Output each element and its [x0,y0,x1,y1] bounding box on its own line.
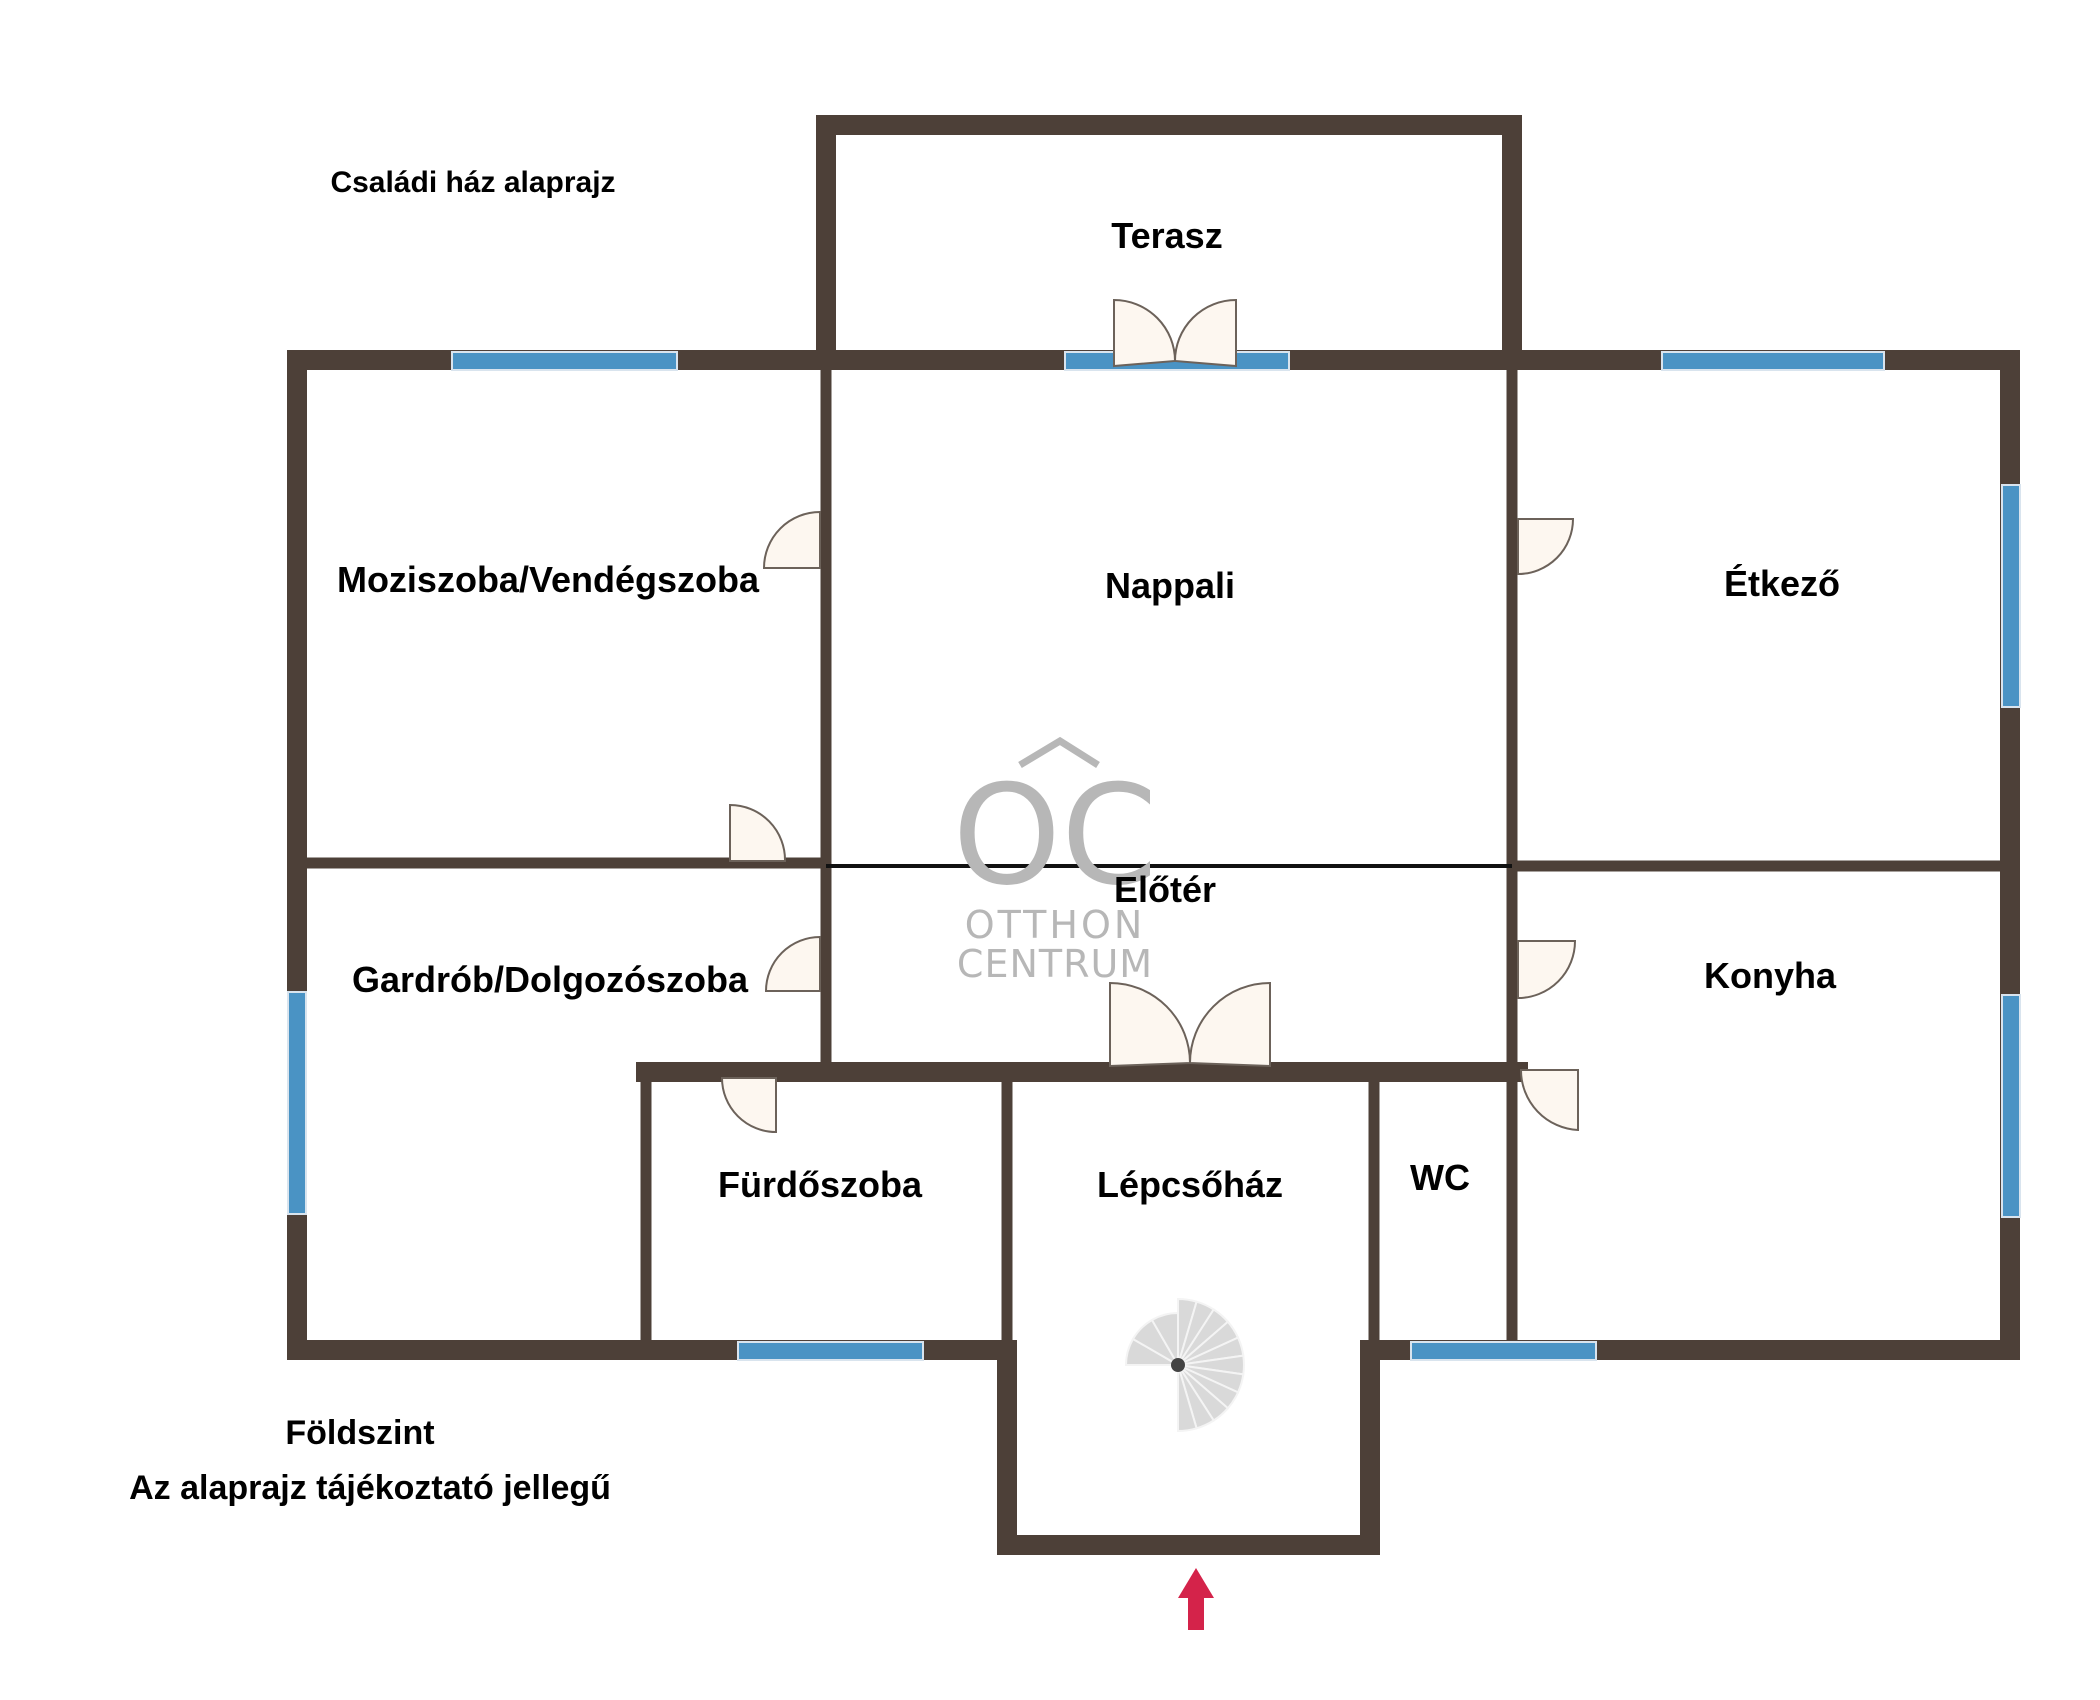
door-terrace-left [1113,298,1177,368]
window-konyha-right [2001,994,2021,1218]
window-furdo-bottom [737,1341,924,1361]
inner-walls [297,360,2010,1350]
room-label-eloter: Előtér [1114,869,1216,910]
door-terrace-right [1173,298,1237,368]
door-entrance-left [1109,981,1192,1068]
floor-name: Földszint [285,1414,434,1452]
room-label-nappali: Nappali [1105,565,1235,606]
terrace-wall [816,115,1522,370]
door-gardrob [764,935,821,992]
window-etkezo-top [1661,351,1885,371]
door-konyha-lower [1519,1069,1579,1132]
door-furdoszoba [720,1077,777,1134]
window-gardrob-left [287,991,307,1215]
window-etkezo-right [2001,484,2021,708]
room-label-terasz: Terasz [1111,215,1222,256]
watermark-monogram: OC [953,755,1158,916]
watermark-roof-icon [1018,736,1100,769]
entrance-arrow [1178,1568,1214,1630]
room-label-moziszoba: Moziszoba/Vendégszoba [337,559,760,600]
watermark: OC OTTHON CENTRUM [953,736,1158,986]
watermark-line2: CENTRUM [957,942,1153,986]
room-label-furdoszoba: Fürdőszoba [718,1164,923,1205]
door-konyha-upper [1517,940,1577,1000]
watermark-line1: OTTHON [965,903,1146,947]
disclaimer-text: Az alaprajz tájékoztató jellegű [129,1469,611,1507]
room-label-konyha: Konyha [1704,955,1837,996]
room-label-wc: WC [1410,1157,1470,1198]
spiral-staircase [1124,1297,1245,1433]
window-wc-bottom [1410,1341,1597,1361]
room-labels: Terasz Moziszoba/Vendégszoba Nappali Étk… [337,215,1840,1205]
outer-wall [287,350,2020,1555]
door-moziszoba-upper [762,510,821,569]
room-label-gardrob: Gardrób/Dolgozószoba [352,959,749,1000]
window-moziszoba-top [451,351,678,371]
plan-title: Családi ház alaprajz [330,166,615,199]
stair-center-post [1171,1358,1185,1372]
doors [720,298,1579,1134]
stair-tread [1177,1364,1198,1433]
door-etkezo [1517,518,1575,576]
room-label-etkezo: Étkező [1724,563,1840,604]
room-label-lepcsohaz: Lépcsőház [1097,1164,1283,1205]
stair-tread [1150,1311,1179,1369]
windows [287,351,2021,1361]
door-moziszoba-lower [729,803,787,862]
door-entrance-right [1188,981,1271,1068]
